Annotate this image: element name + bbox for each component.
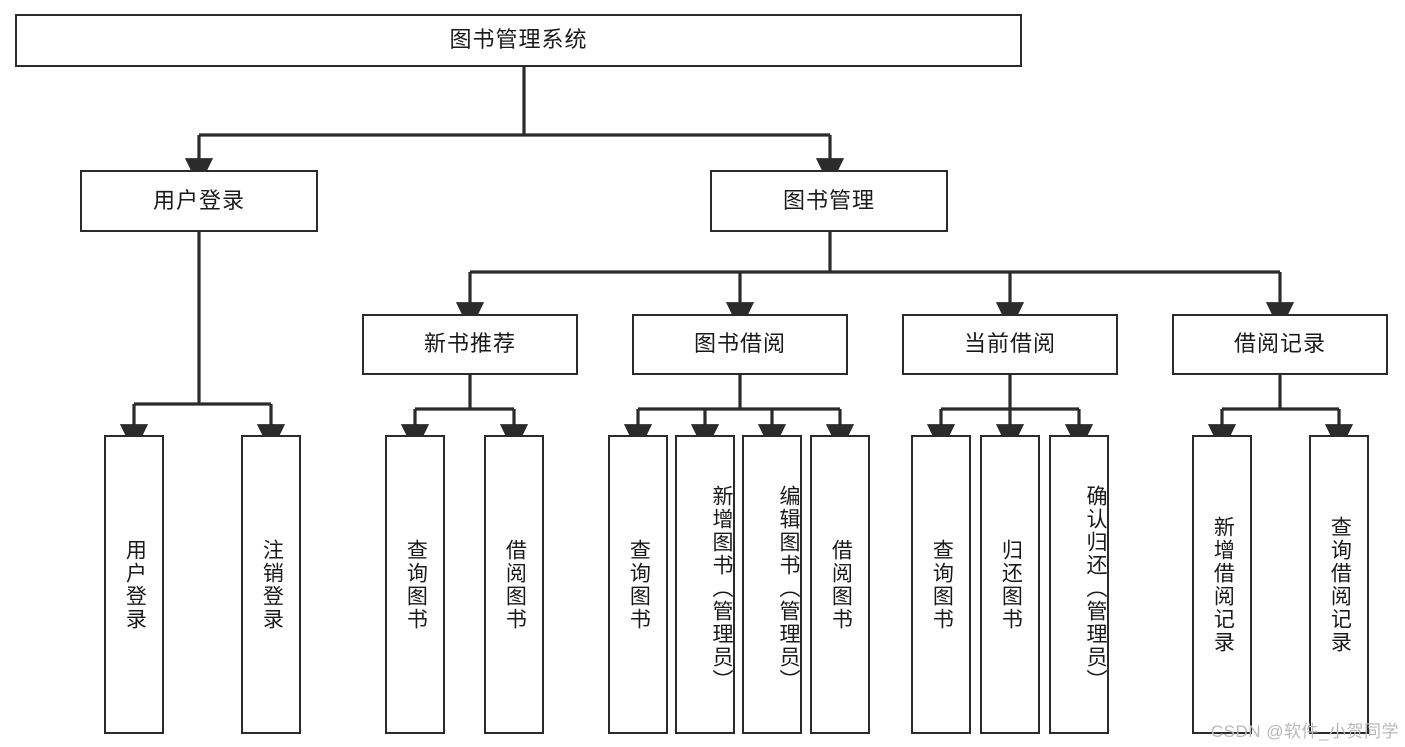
csdn-watermark: CSDN @软件_小贺同学: [1210, 722, 1399, 741]
leaf-add-book-admin[interactable]: 新增图书（管理员）: [675, 435, 735, 734]
leaf-query-book-current[interactable]: 查询图书: [911, 435, 971, 734]
node-book-management[interactable]: 图书管理: [710, 170, 948, 232]
leaf-add-borrow-record[interactable]: 新增借阅记录: [1192, 435, 1252, 734]
node-root-book-management-system[interactable]: 图书管理系统: [15, 14, 1022, 67]
node-book-borrow[interactable]: 图书借阅: [632, 314, 848, 375]
leaf-query-book-borrow[interactable]: 查询图书: [608, 435, 668, 734]
leaf-borrow-book-new[interactable]: 借阅图书: [484, 435, 544, 734]
leaf-query-book-new[interactable]: 查询图书: [385, 435, 445, 734]
leaf-query-borrow-record[interactable]: 查询借阅记录: [1309, 435, 1369, 734]
node-borrow-record[interactable]: 借阅记录: [1172, 314, 1388, 375]
leaf-logout[interactable]: 注销登录: [241, 435, 301, 734]
leaf-user-login[interactable]: 用户登录: [104, 435, 164, 734]
node-new-book-recommend[interactable]: 新书推荐: [362, 314, 578, 375]
leaf-edit-book-admin[interactable]: 编辑图书（管理员）: [742, 435, 802, 734]
node-current-borrow[interactable]: 当前借阅: [902, 314, 1118, 375]
leaf-borrow-book-borrow[interactable]: 借阅图书: [810, 435, 870, 734]
leaf-return-book[interactable]: 归还图书: [980, 435, 1040, 734]
leaf-confirm-return-admin[interactable]: 确认归还（管理员）: [1049, 435, 1109, 734]
node-user-login[interactable]: 用户登录: [80, 170, 318, 232]
